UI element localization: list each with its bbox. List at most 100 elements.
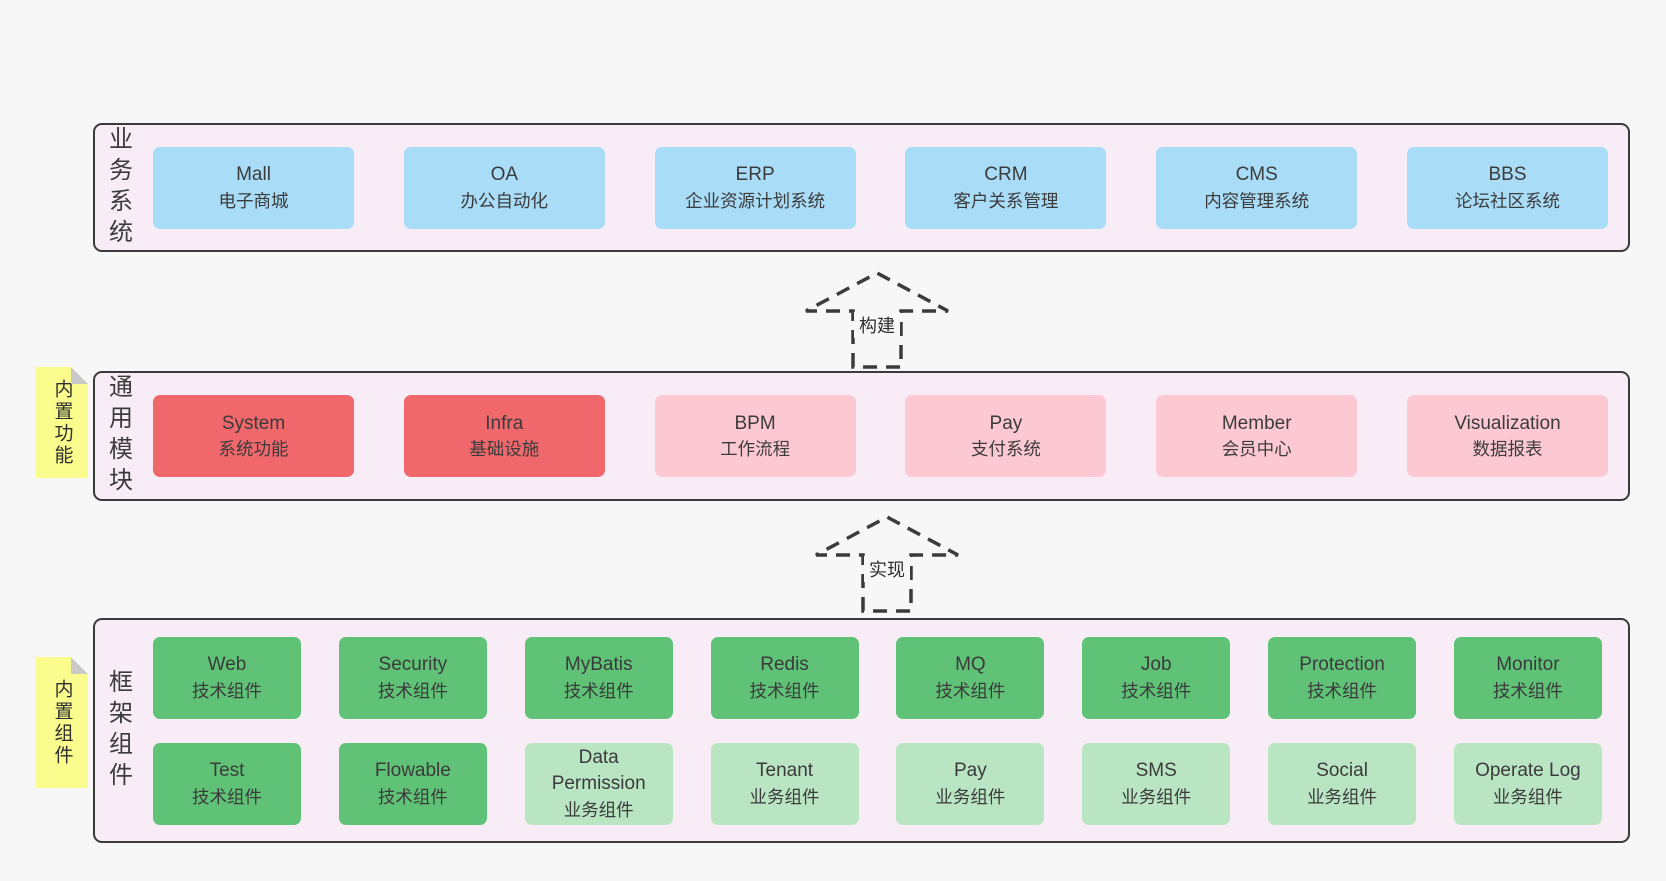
box-subtitle: 基础设施 [469, 439, 540, 460]
component-box: SMS 业务组件 [1082, 742, 1231, 825]
business-system-box: OA 办公自动化 [403, 146, 605, 229]
box-subtitle: 业务组件 [749, 786, 820, 807]
box-subtitle: 论坛社区系统 [1454, 190, 1560, 211]
box-title: Flowable [374, 760, 451, 782]
business-system-box: Mall 电子商城 [153, 146, 354, 229]
module-box: System 系统功能 [153, 395, 354, 477]
arrow-build: 构建 [802, 270, 952, 370]
box-subtitle: 业务组件 [1492, 786, 1563, 807]
component-box: Protection 技术组件 [1268, 636, 1417, 719]
sticky-note-text: 内置功能 [51, 378, 73, 467]
component-box: Pay 业务组件 [896, 742, 1045, 825]
box-subtitle: 电子商城 [218, 190, 289, 211]
box-title: Operate Log [1475, 760, 1581, 782]
box-title: MQ [955, 654, 986, 676]
box-title: Mall [236, 164, 271, 186]
box-title: OA [490, 164, 519, 186]
component-box: Redis 技术组件 [710, 636, 859, 719]
box-title: ERP [735, 164, 775, 186]
component-box: Tenant 业务组件 [710, 742, 859, 825]
arrow-implement-label: 实现 [864, 556, 910, 582]
component-box: Security 技术组件 [338, 636, 487, 719]
box-title: SMS [1135, 760, 1177, 782]
module-box: BPM 工作流程 [654, 395, 856, 477]
box-subtitle: 技术组件 [377, 680, 448, 701]
box-subtitle: 业务组件 [1121, 786, 1192, 807]
component-box: Flowable 技术组件 [338, 742, 487, 825]
band-framework-components: 框架组件 Web 技术组件 Security 技术组件 MyBatis [93, 618, 1630, 843]
box-title: Pay [954, 760, 987, 782]
module-box: Pay 支付系统 [905, 395, 1107, 477]
components-rows: Web 技术组件 Security 技术组件 MyBatis 技术组件 [141, 620, 1628, 841]
business-system-box: CRM 客户关系管理 [905, 146, 1107, 229]
sticky-note-builtin-features: 内置功能 [36, 367, 88, 478]
band-common-modules: 通用模块 System 系统功能 Infra 基础设施 BPM 工作流程 [93, 371, 1630, 501]
box-subtitle: 技术组件 [1121, 680, 1192, 701]
box-title: Social [1316, 760, 1368, 782]
box-subtitle: 业务组件 [563, 799, 634, 820]
module-box: Member 会员中心 [1156, 395, 1358, 477]
box-title: Visualization [1454, 412, 1561, 434]
module-box: Infra 基础设施 [403, 395, 605, 477]
component-box: Test 技术组件 [153, 742, 301, 825]
box-title: Pay [989, 412, 1023, 434]
box-subtitle: 内容管理系统 [1204, 190, 1310, 211]
box-title: Tenant [756, 760, 814, 782]
business-box-row: Mall 电子商城 OA 办公自动化 ERP 企业资源计划系统 CRM 客户关系… [141, 125, 1628, 250]
component-box: Data Permission 业务组件 [524, 742, 673, 825]
business-system-box: CMS 内容管理系统 [1156, 146, 1358, 229]
box-title: Redis [760, 654, 809, 676]
box-title: CRM [984, 164, 1028, 186]
box-title: Job [1140, 654, 1172, 676]
box-subtitle: 客户关系管理 [953, 190, 1059, 211]
box-subtitle: 系统功能 [218, 439, 289, 460]
band-components-label: 框架组件 [104, 668, 132, 793]
box-subtitle: 技术组件 [377, 786, 448, 807]
component-box: MQ 技术组件 [896, 636, 1045, 719]
box-title: CMS [1235, 164, 1278, 186]
component-box: Operate Log 业务组件 [1453, 742, 1602, 825]
box-subtitle: 支付系统 [970, 439, 1041, 460]
components-row-2: Test 技术组件 Flowable 技术组件 Data Permission … [153, 742, 1602, 825]
arrow-implement: 实现 [812, 514, 962, 614]
sticky-note-builtin-components: 内置组件 [36, 657, 88, 788]
band-business-label: 业务系统 [104, 125, 132, 250]
band-business-systems: 业务系统 Mall 电子商城 OA 办公自动化 ERP 企业资源计划系统 [93, 123, 1630, 252]
box-title: Protection [1299, 654, 1385, 676]
box-title: System [221, 412, 286, 434]
modules-box-row: System 系统功能 Infra 基础设施 BPM 工作流程 Pay 支付系统 [141, 373, 1628, 499]
box-title: Security [378, 654, 448, 676]
business-system-box: BBS 论坛社区系统 [1406, 146, 1608, 229]
box-title: BPM [734, 412, 776, 434]
arrow-up-dashed-icon [805, 271, 949, 369]
box-subtitle: 办公自动化 [460, 190, 549, 211]
box-subtitle: 技术组件 [563, 680, 634, 701]
box-subtitle: 会员中心 [1221, 439, 1292, 460]
component-box: Monitor 技术组件 [1453, 636, 1602, 719]
component-box: Social 业务组件 [1268, 742, 1417, 825]
box-title: Member [1221, 412, 1292, 434]
box-subtitle: 业务组件 [935, 786, 1006, 807]
box-subtitle: 技术组件 [1492, 680, 1563, 701]
sticky-note-text: 内置组件 [51, 678, 73, 767]
box-title: MyBatis [564, 654, 633, 676]
box-subtitle: 技术组件 [192, 786, 262, 807]
box-subtitle: 工作流程 [720, 439, 791, 460]
module-box: Visualization 数据报表 [1406, 395, 1608, 477]
box-title: Infra [485, 412, 524, 434]
component-box: MyBatis 技术组件 [524, 636, 673, 719]
business-system-box: ERP 企业资源计划系统 [654, 146, 856, 229]
box-subtitle: 技术组件 [1307, 680, 1378, 701]
box-subtitle: 技术组件 [192, 680, 262, 701]
box-subtitle: 技术组件 [749, 680, 820, 701]
box-title: Data Permission [551, 747, 646, 795]
box-subtitle: 技术组件 [935, 680, 1006, 701]
box-subtitle: 企业资源计划系统 [685, 190, 826, 211]
arrow-build-label: 构建 [854, 312, 900, 338]
box-subtitle: 业务组件 [1307, 786, 1378, 807]
box-title: Web [207, 654, 247, 676]
box-title: Test [209, 760, 245, 782]
component-box: Job 技术组件 [1082, 636, 1231, 719]
component-box: Web 技术组件 [153, 636, 301, 719]
